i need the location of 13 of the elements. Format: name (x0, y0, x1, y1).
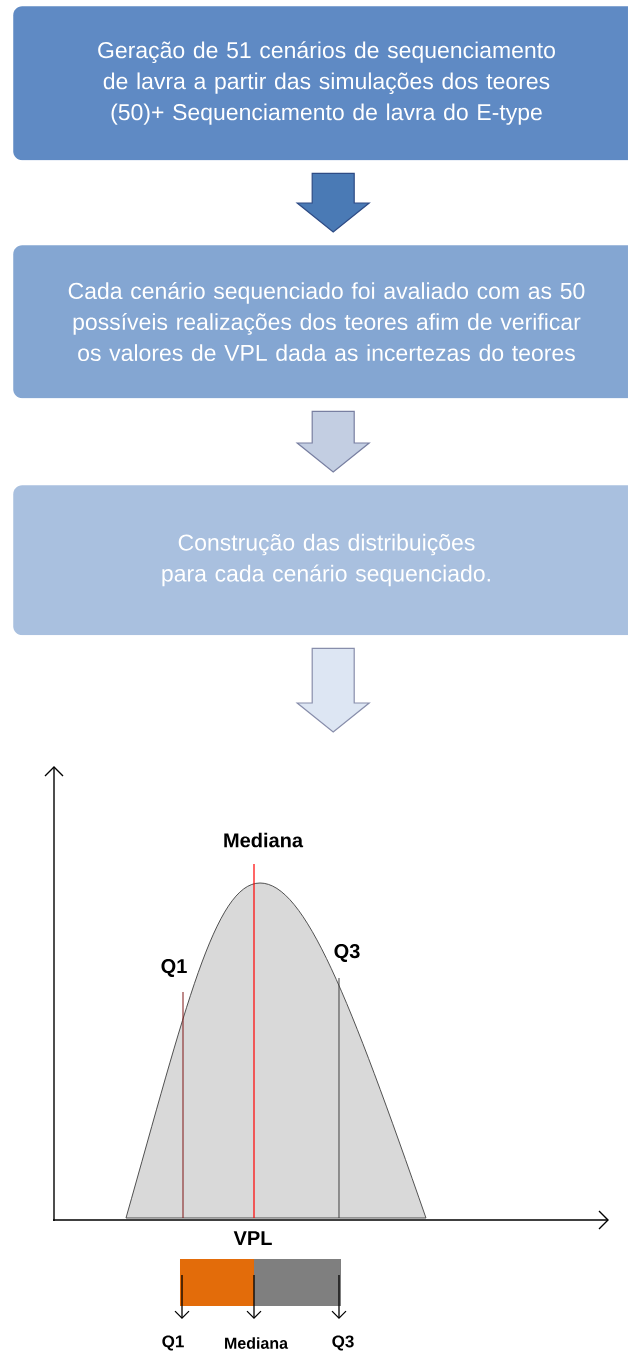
process-box: Cada cenário sequenciado foi avaliado com as 50 possíveis realizações dos teores afim de verificar os valores de VPL dada as incertezas do teores (13, 245, 628, 399)
process-box: Construção das distribuições para cada cenário sequenciado. (13, 485, 628, 636)
process-box: Geração de 51 cenários de sequenciamento de lavra a partir das simulações dos teores (50)+ Sequenciamento de lavra do E-type (13, 6, 628, 161)
block-arrow (295, 410, 371, 473)
chart-label: Q3 (334, 944, 360, 962)
chart-label: Q1 (161, 959, 187, 977)
chart-label: Q1 (162, 1335, 184, 1351)
chart-label: Mediana (224, 832, 304, 848)
chart-label: Mediana (225, 1337, 289, 1349)
distribution-curve-drawing (44, 766, 609, 1230)
block-arrow (295, 172, 371, 233)
chart-label: Q3 (332, 1335, 354, 1351)
block-arrow (295, 647, 371, 733)
